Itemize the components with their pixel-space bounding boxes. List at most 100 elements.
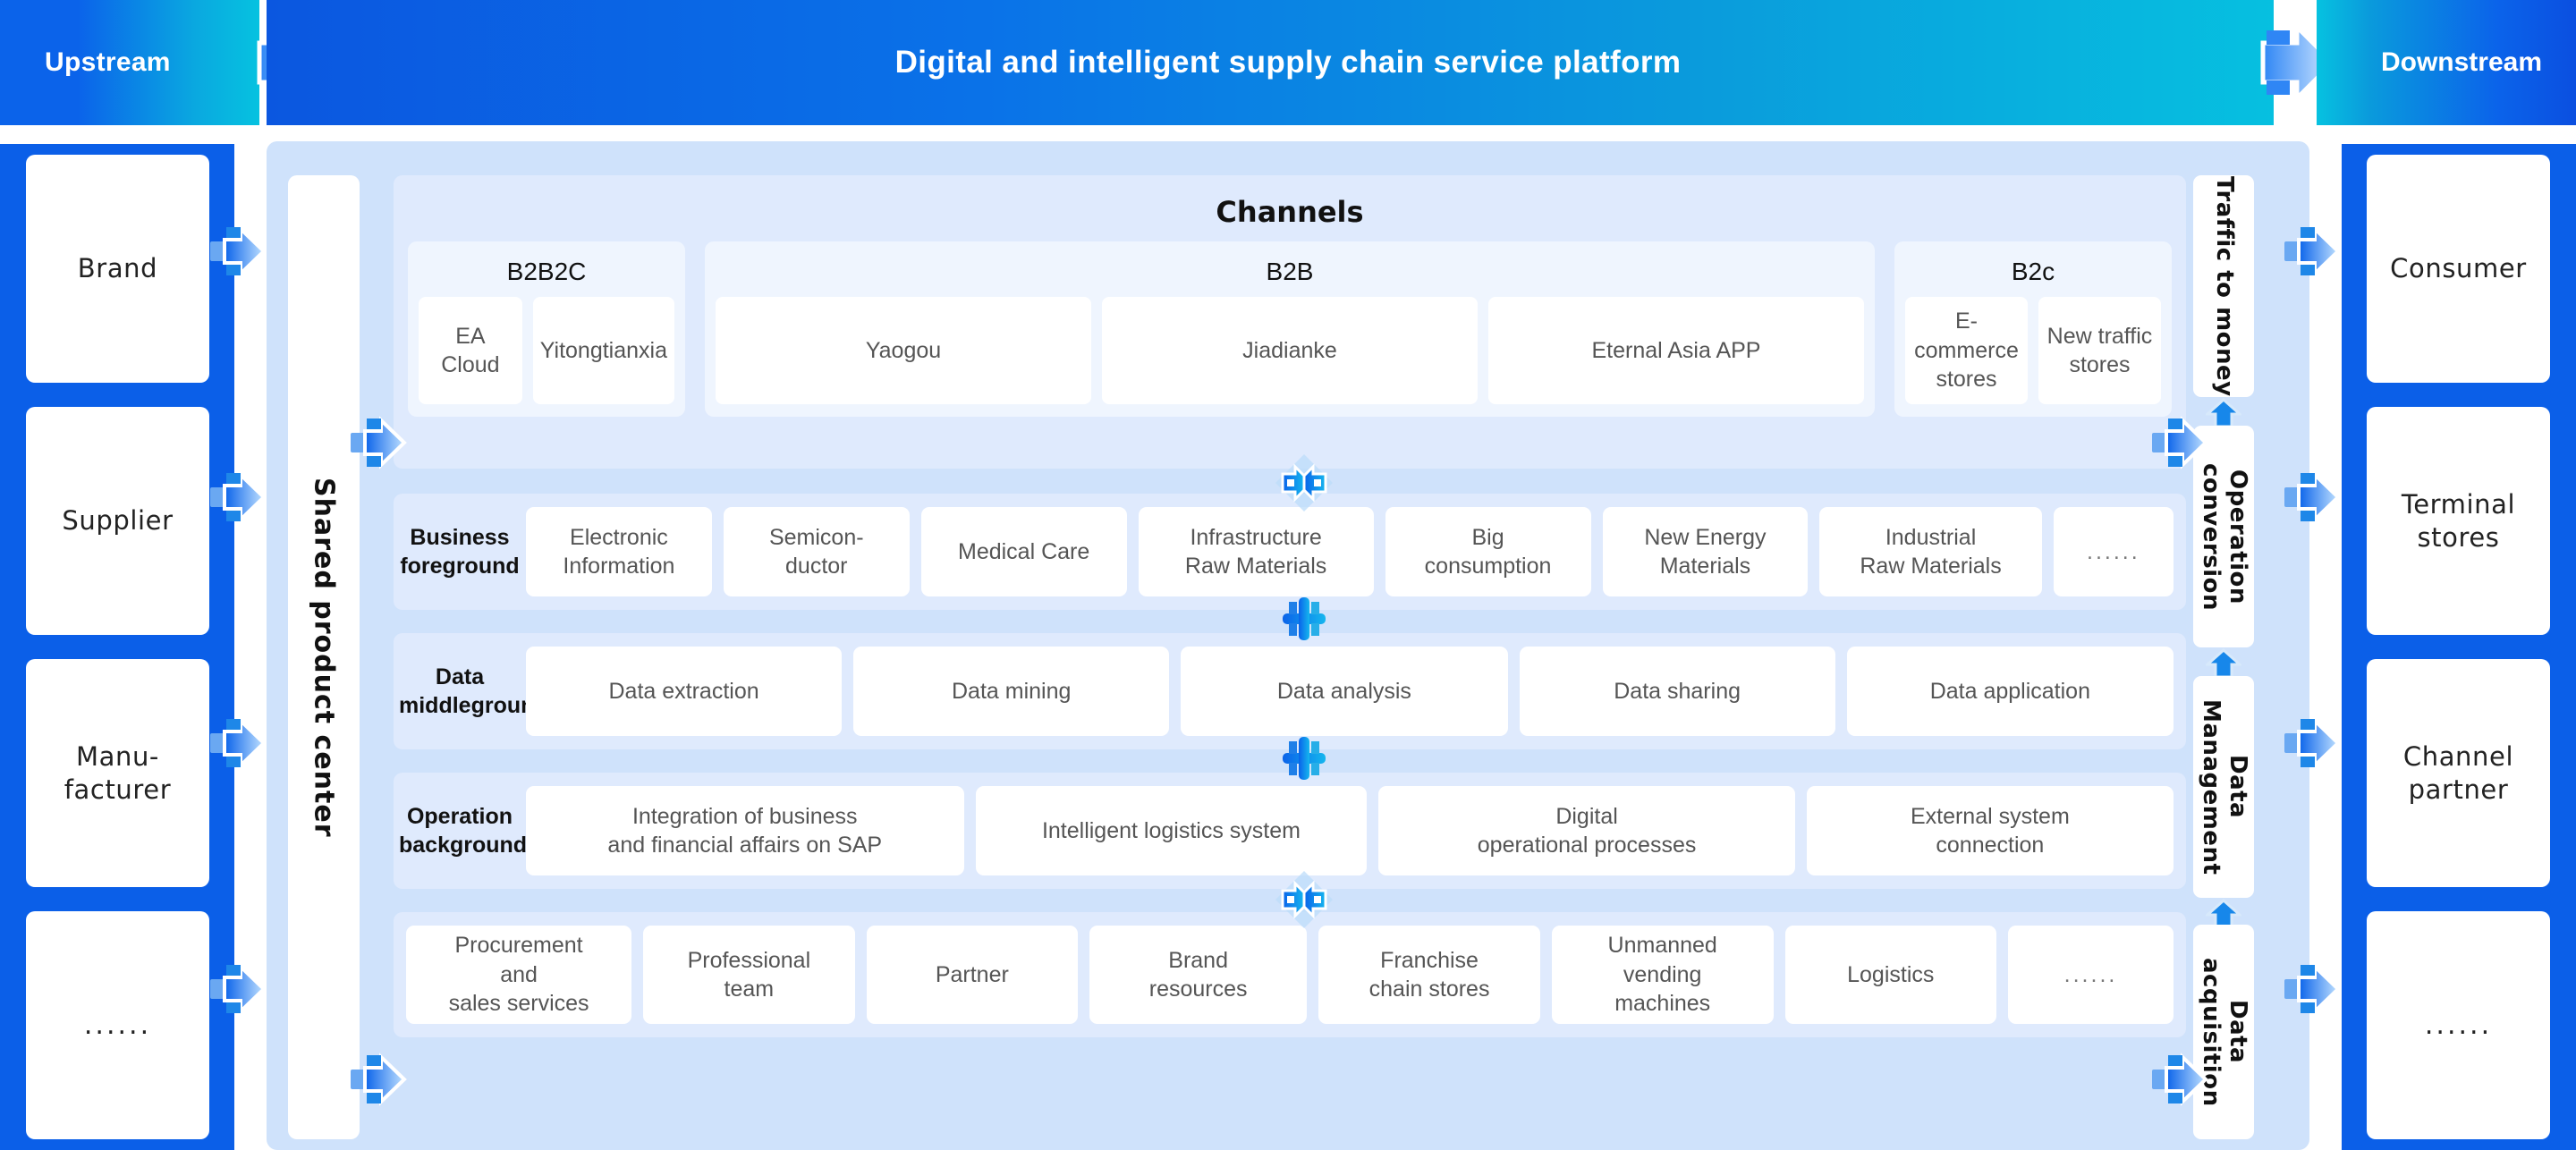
right-arrow-connector-icon	[210, 224, 267, 278]
right-arrow-connector-icon	[2150, 1050, 2209, 1109]
rail-card-label: Operation conversion	[2198, 462, 2251, 611]
online-exchange-icon	[1275, 454, 1333, 512]
row-cell[interactable]: Logistics	[1784, 926, 1996, 1024]
card-label: ......	[2424, 1009, 2493, 1041]
right-arrow-connector-icon	[210, 716, 267, 770]
channel-group-title: B2B	[1266, 258, 1314, 285]
right-arrow-connector-icon	[2152, 1053, 2208, 1106]
downstream-label: Downstream	[2380, 47, 2542, 77]
row-cell[interactable]: ......	[2053, 507, 2174, 596]
right-arrow-connector-icon	[2283, 222, 2342, 281]
right-arrow-connector-icon	[2284, 224, 2341, 278]
row-cell[interactable]: Medical Care	[920, 507, 1127, 596]
row-cell[interactable]: Intelligent logistics system	[975, 786, 1368, 875]
shared-product-center[interactable]: Shared product center	[288, 175, 360, 1139]
row-cell[interactable]: Data extraction	[526, 647, 843, 736]
rail-card-label: Data Management	[2198, 698, 2251, 875]
up-arrow-icon	[2204, 397, 2243, 428]
right-arrow-connector-icon	[2284, 470, 2341, 524]
shared-product-center-label: Shared product center	[308, 477, 340, 838]
plus-connector-icon	[1283, 737, 1326, 780]
card-label: Brand	[77, 253, 158, 284]
row-cell[interactable]: Data sharing	[1519, 647, 1835, 736]
channel-item[interactable]: Yaogou	[716, 297, 1091, 404]
right-arrow-connector-icon	[2284, 962, 2341, 1016]
channel-item[interactable]: Yitongtianxia	[532, 297, 674, 404]
right-arrow-connector-icon	[2283, 960, 2342, 1019]
row-cell[interactable]: Partner	[866, 926, 1079, 1024]
channels-title: Channels	[1216, 195, 1364, 229]
row-cell[interactable]: Data mining	[853, 647, 1170, 736]
channel-item[interactable]: Jiadianke	[1102, 297, 1478, 404]
upstream-label: Upstream	[45, 47, 171, 77]
upstream-card[interactable]: Supplier	[26, 407, 209, 635]
rail-card[interactable]: Data Management	[2193, 676, 2254, 898]
row-cell[interactable]: ......	[2007, 926, 2174, 1024]
up-arrow-icon	[2204, 647, 2243, 679]
right-arrow-connector-icon	[210, 470, 267, 524]
row-cell[interactable]: Data analysis	[1181, 647, 1508, 736]
right-arrow-connector-icon	[2150, 413, 2209, 472]
upstream-card[interactable]: Manu-facturer	[26, 659, 209, 887]
channel-group-title: B2B2C	[506, 258, 587, 285]
right-arrow-connector-icon	[210, 962, 267, 1016]
downstream-card[interactable]: ......	[2367, 911, 2550, 1139]
upstream-card[interactable]: ......	[26, 911, 209, 1139]
channel-item[interactable]: EA Cloud	[419, 297, 522, 404]
header-right-arrow-slot	[2260, 0, 2336, 125]
card-label: Manu-facturer	[64, 741, 172, 805]
channel-item[interactable]: Eternal Asia APP	[1488, 297, 1864, 404]
row-cell[interactable]: Data application	[1846, 647, 2174, 736]
channel-group-title: B2c	[2011, 258, 2055, 285]
upstream-card[interactable]: Brand	[26, 155, 209, 383]
card-label: Consumer	[2390, 253, 2527, 284]
right-arrow-connector-icon	[2283, 468, 2342, 527]
card-label: ......	[83, 1009, 152, 1041]
page-title: Digital and intelligent supply chain ser…	[894, 45, 1682, 80]
right-arrow-connector-icon	[2152, 416, 2208, 469]
rail-card[interactable]: Traffic to money	[2193, 175, 2254, 397]
right-arrow-connector-icon	[351, 1053, 407, 1106]
row-cell[interactable]: Semicon-ductor	[723, 507, 910, 596]
rail-card[interactable]: Operation conversion	[2193, 426, 2254, 647]
downstream-card[interactable]: Consumer	[2367, 155, 2550, 383]
online-exchange-icon	[1275, 871, 1333, 928]
right-arrow-connector-icon	[2284, 716, 2341, 770]
rail-card[interactable]: Data acquisition	[2193, 925, 2254, 1139]
right-arrow-connector-icon	[351, 416, 407, 469]
